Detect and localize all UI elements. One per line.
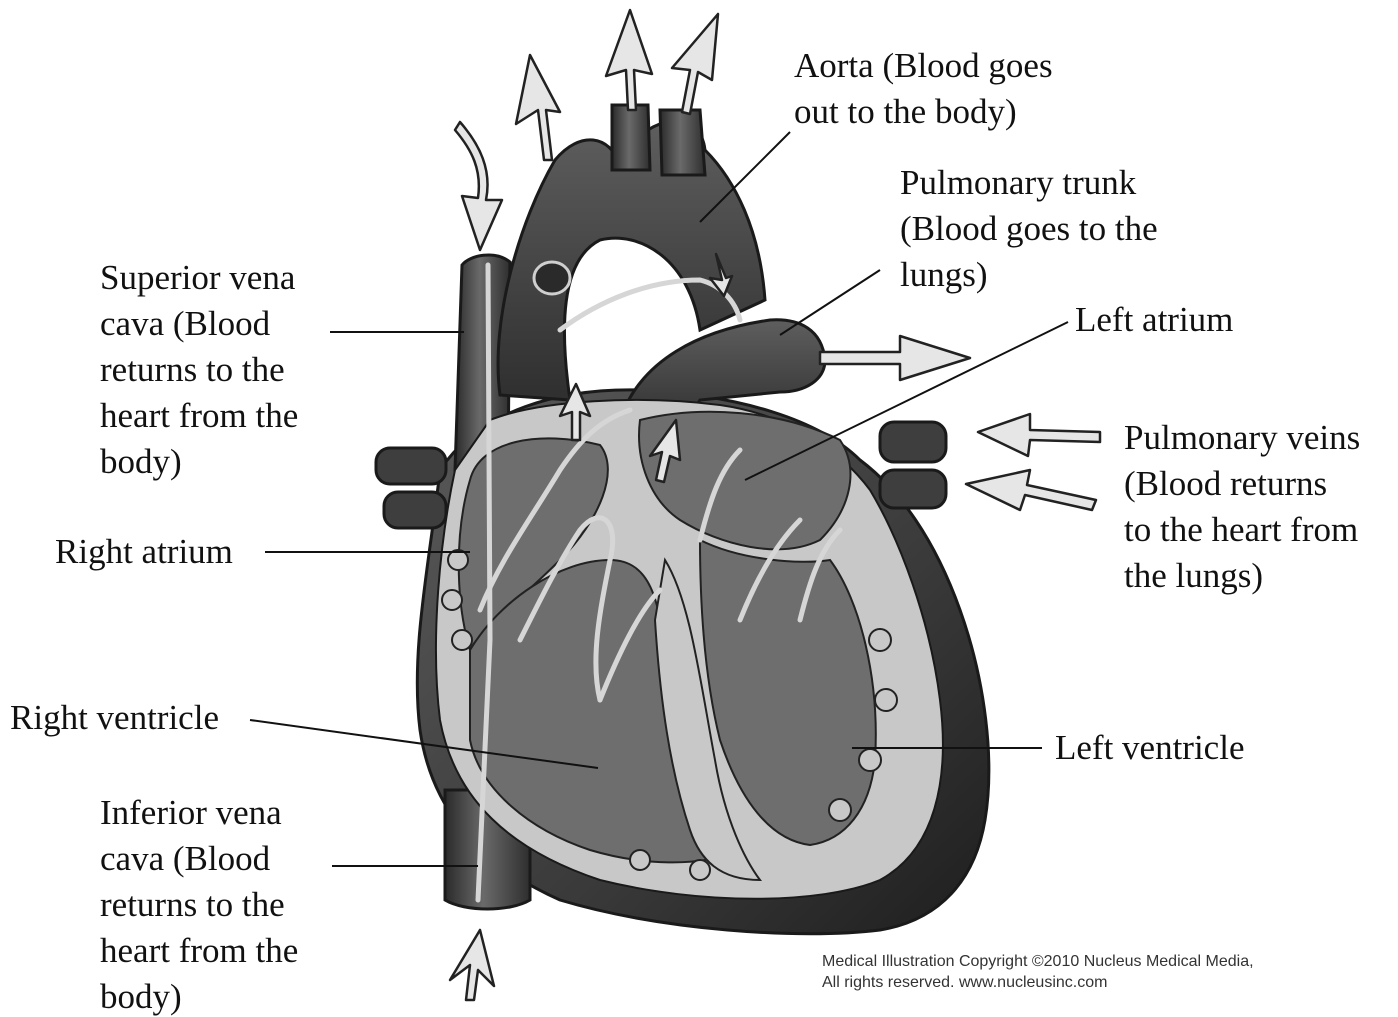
arrow-pv-lower <box>966 470 1096 510</box>
label-right-ventricle: Right ventricle <box>10 695 219 741</box>
brachiocephalic-branch <box>612 105 650 170</box>
label-inferior-vena-cava: Inferior vena cava (Blood returns to the… <box>100 790 298 1017</box>
right-pulmonary-vein-lower <box>384 492 446 528</box>
leader-pulmonary-trunk <box>780 270 880 335</box>
left-pulmonary-vein-upper <box>880 422 946 462</box>
vessel-opening <box>534 262 570 294</box>
arrow-svc-in <box>455 122 502 250</box>
label-pulmonary-veins: Pulmonary veins (Blood returns to the he… <box>1124 415 1360 599</box>
arrow-ivc-in <box>450 930 494 1000</box>
label-right-atrium: Right atrium <box>55 529 233 575</box>
carotid-branch <box>660 110 705 175</box>
arrow-aorta-2 <box>606 10 652 110</box>
label-superior-vena-cava: Superior vena cava (Blood returns to the… <box>100 255 298 485</box>
arrow-aorta-3 <box>672 14 718 114</box>
arrow-to-lungs <box>820 336 970 380</box>
label-left-atrium: Left atrium <box>1075 297 1233 343</box>
label-left-ventricle: Left ventricle <box>1055 725 1244 771</box>
arrow-aorta-1 <box>516 55 560 160</box>
copyright-notice: Medical Illustration Copyright ©2010 Nuc… <box>822 951 1254 993</box>
label-pulmonary-trunk: Pulmonary trunk (Blood goes to the lungs… <box>900 160 1158 298</box>
left-pulmonary-vein-lower <box>880 470 946 508</box>
arrow-pv-upper <box>978 414 1100 456</box>
label-aorta: Aorta (Blood goes out to the body) <box>794 43 1053 135</box>
right-pulmonary-vein-upper <box>376 448 446 484</box>
